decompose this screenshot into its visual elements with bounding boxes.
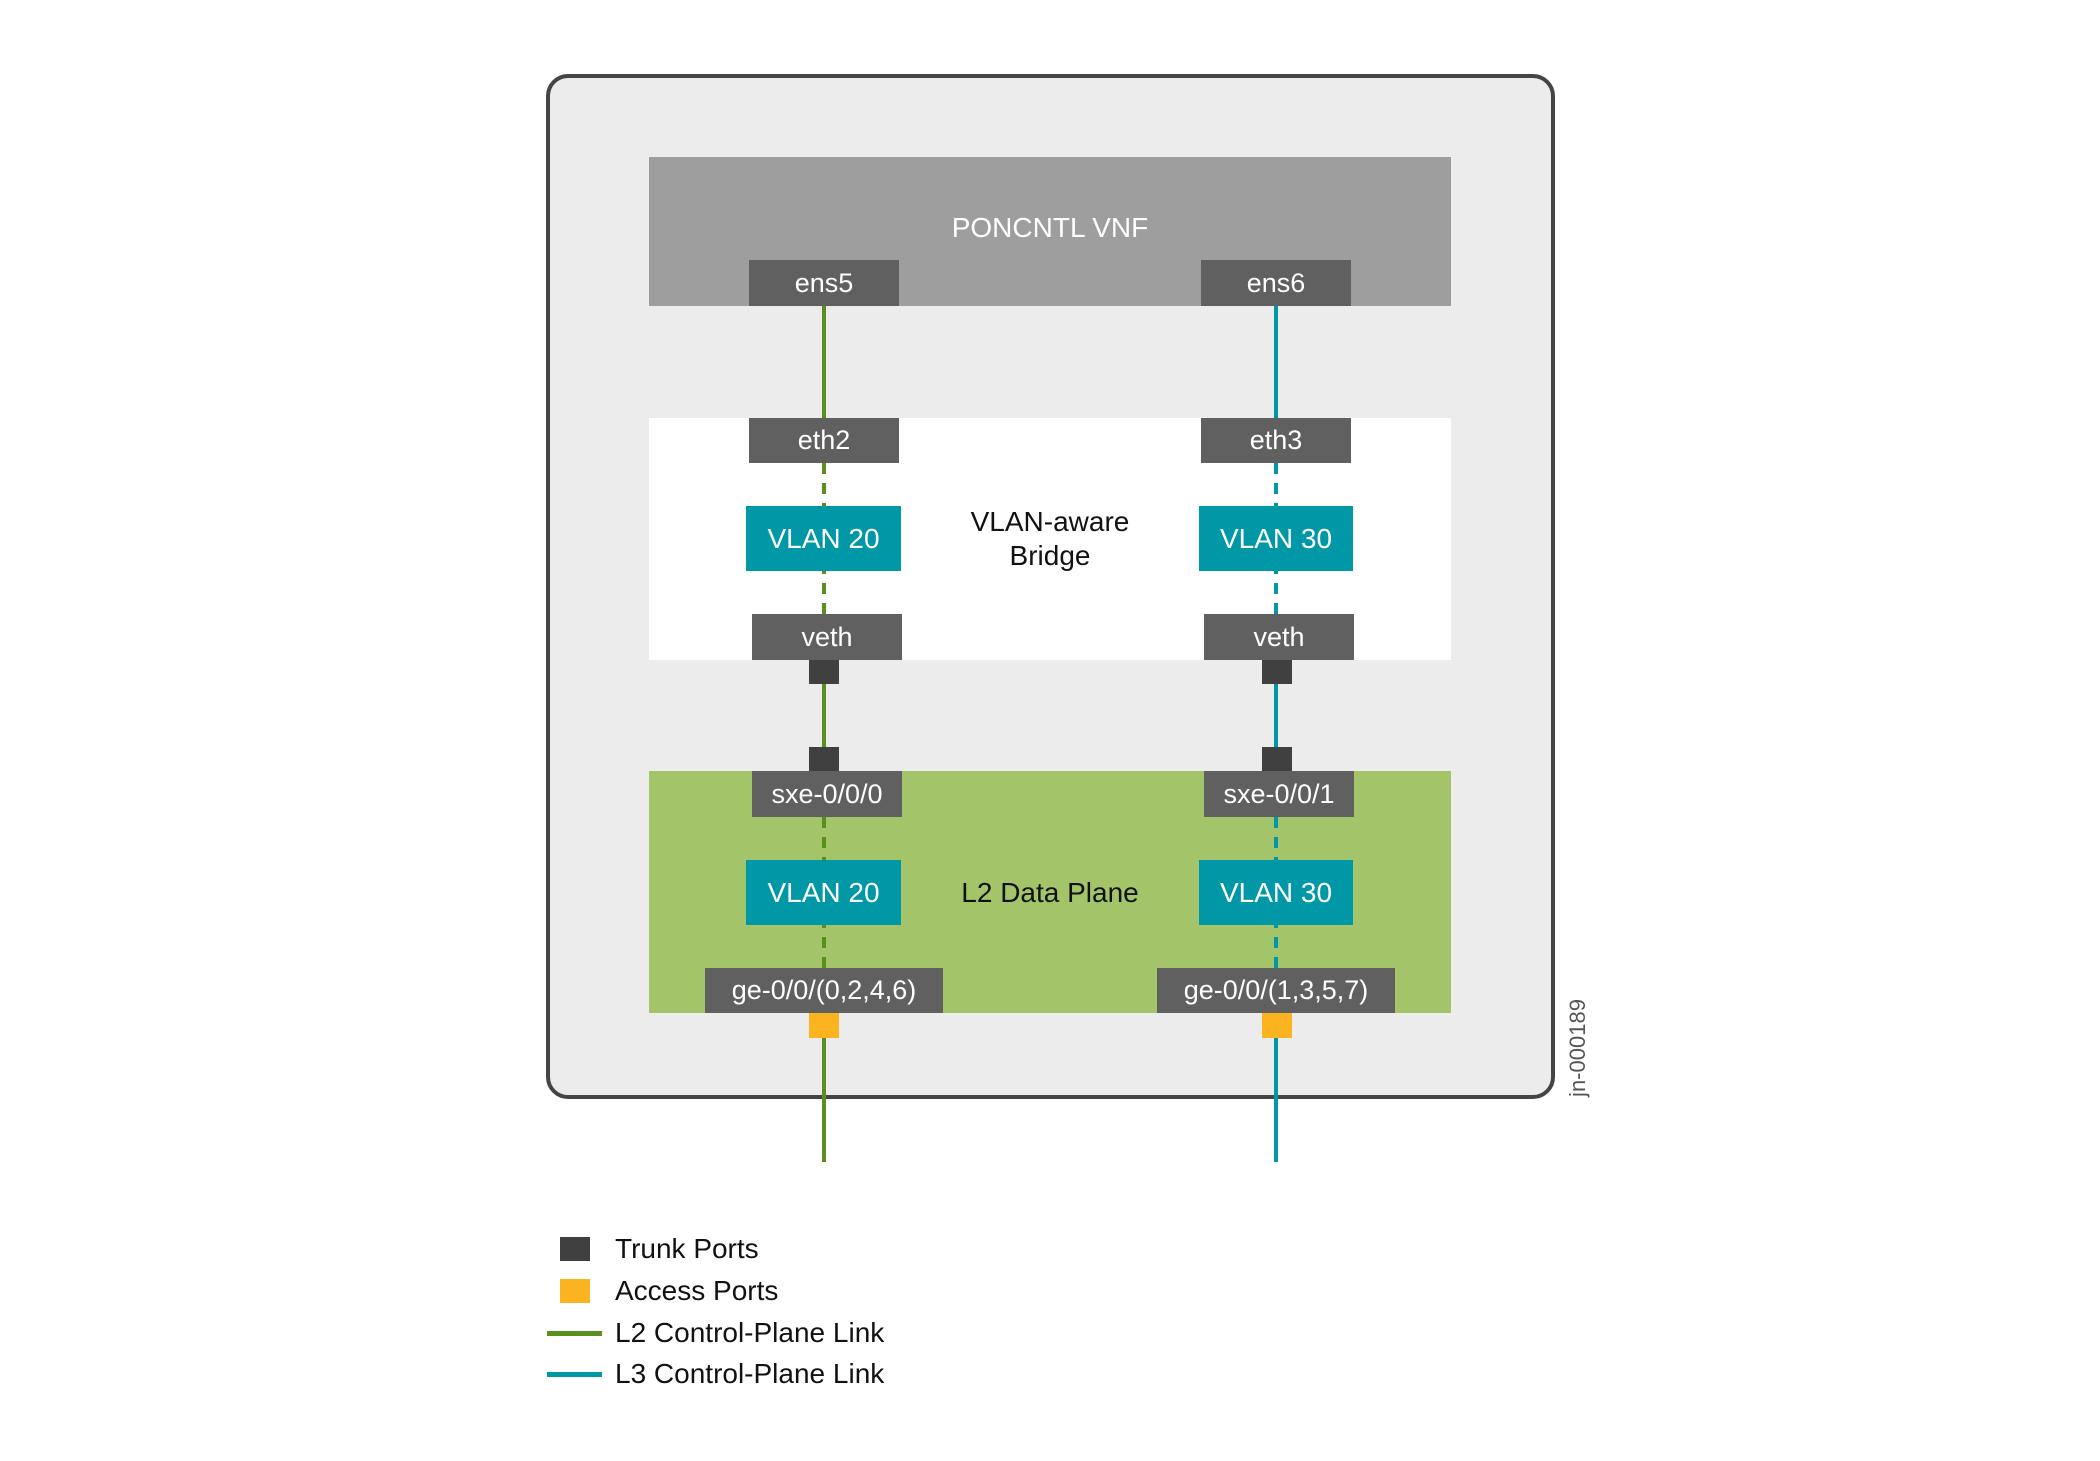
bridge-title-line1: VLAN-aware: [970, 506, 1130, 537]
interface-veth-left[interactable]: veth: [752, 614, 902, 660]
interface-ens6[interactable]: ens6: [1201, 260, 1351, 306]
trunk-port-sxe-0-0-1: [1262, 747, 1292, 771]
bridge-title-line2: Bridge: [1009, 540, 1091, 571]
legend-label: Access Ports: [615, 1275, 779, 1306]
legend-label: L3 Control-Plane Link: [615, 1358, 885, 1389]
bridge-vlan-30[interactable]: VLAN 30: [1199, 506, 1353, 571]
trunk-port-sxe-0-0-0: [809, 747, 839, 771]
interface-ge-even[interactable]: ge-0/0/(0,2,4,6): [705, 968, 943, 1013]
vnf-title: PONCNTL VNF: [951, 212, 1149, 243]
bridge-title: VLAN-aware Bridge: [949, 505, 1151, 573]
trunk-port-swatch-icon: [560, 1237, 590, 1261]
access-port-right: [1262, 1013, 1292, 1038]
legend-item-l2-link: L2 Control-Plane Link: [547, 1313, 884, 1353]
legend-item-l3-link: L3 Control-Plane Link: [547, 1354, 884, 1394]
figure-id: jn-000189: [1565, 999, 1590, 1097]
trunk-port-veth-left: [809, 660, 839, 684]
legend-label: L2 Control-Plane Link: [615, 1317, 885, 1348]
interface-ge-odd[interactable]: ge-0/0/(1,3,5,7): [1157, 968, 1395, 1013]
access-port-left: [809, 1013, 839, 1038]
interface-eth3[interactable]: eth3: [1201, 418, 1351, 463]
dp-vlan-20[interactable]: VLAN 20: [746, 860, 901, 925]
l2-link-swatch-icon: [547, 1330, 602, 1336]
trunk-port-veth-right: [1262, 660, 1292, 684]
legend-label: Trunk Ports: [615, 1233, 759, 1264]
data-plane-title: L2 Data Plane: [961, 877, 1139, 908]
access-port-swatch-icon: [560, 1279, 590, 1303]
interface-sxe-0-0-1[interactable]: sxe-0/0/1: [1204, 771, 1354, 817]
dp-vlan-30[interactable]: VLAN 30: [1199, 860, 1353, 925]
legend-item-trunk: Trunk Ports: [547, 1229, 759, 1269]
interface-eth2[interactable]: eth2: [749, 418, 899, 463]
legend-item-access: Access Ports: [547, 1271, 778, 1311]
interface-ens5[interactable]: ens5: [749, 260, 899, 306]
l3-link-swatch-icon: [547, 1371, 602, 1377]
bridge-vlan-20[interactable]: VLAN 20: [746, 506, 901, 571]
interface-sxe-0-0-0[interactable]: sxe-0/0/0: [752, 771, 902, 817]
interface-veth-right[interactable]: veth: [1204, 614, 1354, 660]
